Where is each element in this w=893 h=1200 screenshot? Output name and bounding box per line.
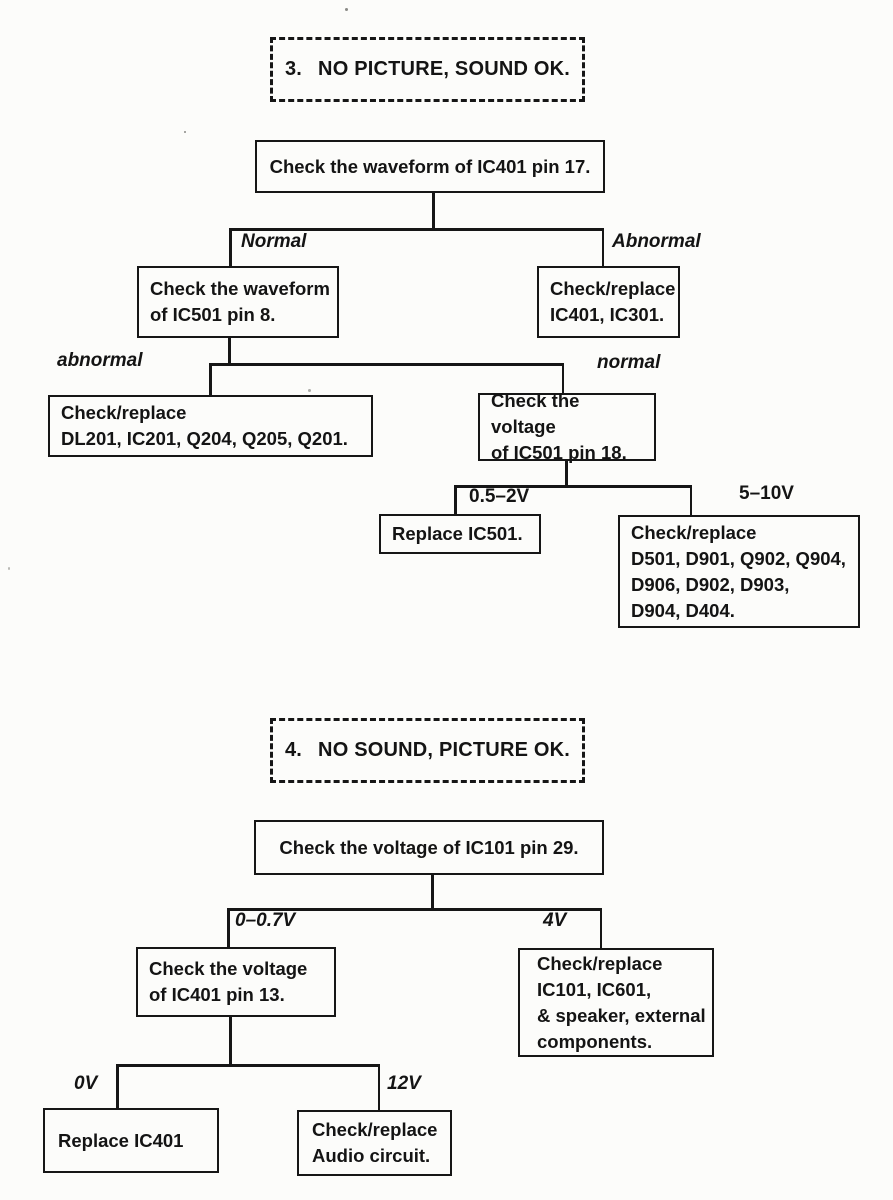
connector-drop-left [209,363,212,395]
scan-speck [184,131,186,133]
connector-stem [565,460,568,487]
branch-label-0_5-2v: 0.5–2V [469,486,530,507]
node-text: Check the voltage of IC401 pin 13. [149,958,308,1005]
node-replace-d501-list: Check/replace D501, D901, Q902, Q904, D9… [618,515,860,628]
connector-stem [432,192,435,230]
connector-drop-right [561,363,564,395]
node-text: Check/replace DL201, IC201, Q204, Q205, … [61,402,348,449]
node-text: Check the voltage of IC501 pin 18. [491,390,627,463]
node-replace-ic101-list: Check/replace IC101, IC601, & speaker, e… [518,948,714,1057]
branch-label-abnormal: Abnormal [612,231,701,252]
connector-drop-left [227,908,230,947]
node-text: Check the waveform of IC501 pin 8. [150,278,330,325]
scan-speck [308,389,311,392]
connector-drop-left [454,485,457,514]
scan-speck [345,8,348,11]
section-number: 3. [284,58,303,80]
branch-label-4v: 4V [543,910,567,931]
connector-drop-left [116,1064,119,1109]
title-box-no-sound: 4. NO SOUND, PICTURE OK. [270,718,585,783]
connector-rail [454,485,692,488]
section-number: 4. [284,739,303,761]
branch-label-12v: 12V [387,1073,421,1094]
section-title: NO SOUND, PICTURE OK. [318,739,571,761]
node-check-waveform-ic501-pin8: Check the waveform of IC501 pin 8. [137,266,339,338]
connector-rail [229,228,604,231]
node-text: Replace IC401 [58,1129,184,1151]
connector-rail [227,908,602,911]
branch-label-abnormal-lower: abnormal [57,350,143,371]
branch-label-normal-lower: normal [597,352,661,373]
connector-rail [209,363,564,366]
node-text: Check/replace Audio circuit. [312,1119,438,1166]
node-text: Check the voltage of IC101 pin 29. [279,836,579,858]
node-text: Check/replace D501, D901, Q902, Q904, D9… [631,521,846,621]
node-check-waveform-ic401-pin17: Check the waveform of IC401 pin 17. [255,140,605,193]
section-title: NO PICTURE, SOUND OK. [318,58,571,80]
node-check-voltage-ic401-pin13: Check the voltage of IC401 pin 13. [136,947,336,1017]
branch-label-0-0_7v: 0–0.7V [235,910,296,931]
connector-stem [229,1016,232,1066]
node-text: Check/replace IC401, IC301. [550,278,676,325]
branch-label-0v: 0V [74,1073,98,1094]
node-check-voltage-ic501-pin18: Check the voltage of IC501 pin 18. [478,390,656,463]
connector-stem [228,338,231,365]
connector-drop-left [229,228,232,266]
connector-drop-right [601,228,604,266]
branch-label-5-10v: 5–10V [739,483,794,504]
connector-stem [431,874,434,910]
connector-drop-right [599,908,602,948]
title-box-no-picture: 3. NO PICTURE, SOUND OK. [270,37,585,102]
node-replace-dl201-list: Check/replace DL201, IC201, Q204, Q205, … [48,395,373,457]
connector-drop-right [377,1064,380,1111]
node-text: Check the waveform of IC401 pin 17. [269,155,591,177]
node-check-voltage-ic101-pin29: Check the voltage of IC101 pin 29. [254,820,604,875]
connector-drop-right [689,485,692,515]
connector-rail [116,1064,380,1067]
node-text: Replace IC501. [392,523,523,544]
node-replace-ic401-ic301: Check/replace IC401, IC301. [537,266,680,338]
scan-speck [8,567,10,570]
branch-label-normal: Normal [241,231,307,252]
node-replace-audio-circuit: Check/replace Audio circuit. [297,1110,452,1176]
node-replace-ic401: Replace IC401 [43,1108,219,1173]
node-text: Check/replace IC101, IC601, & speaker, e… [537,952,706,1052]
node-replace-ic501: Replace IC501. [379,514,541,554]
